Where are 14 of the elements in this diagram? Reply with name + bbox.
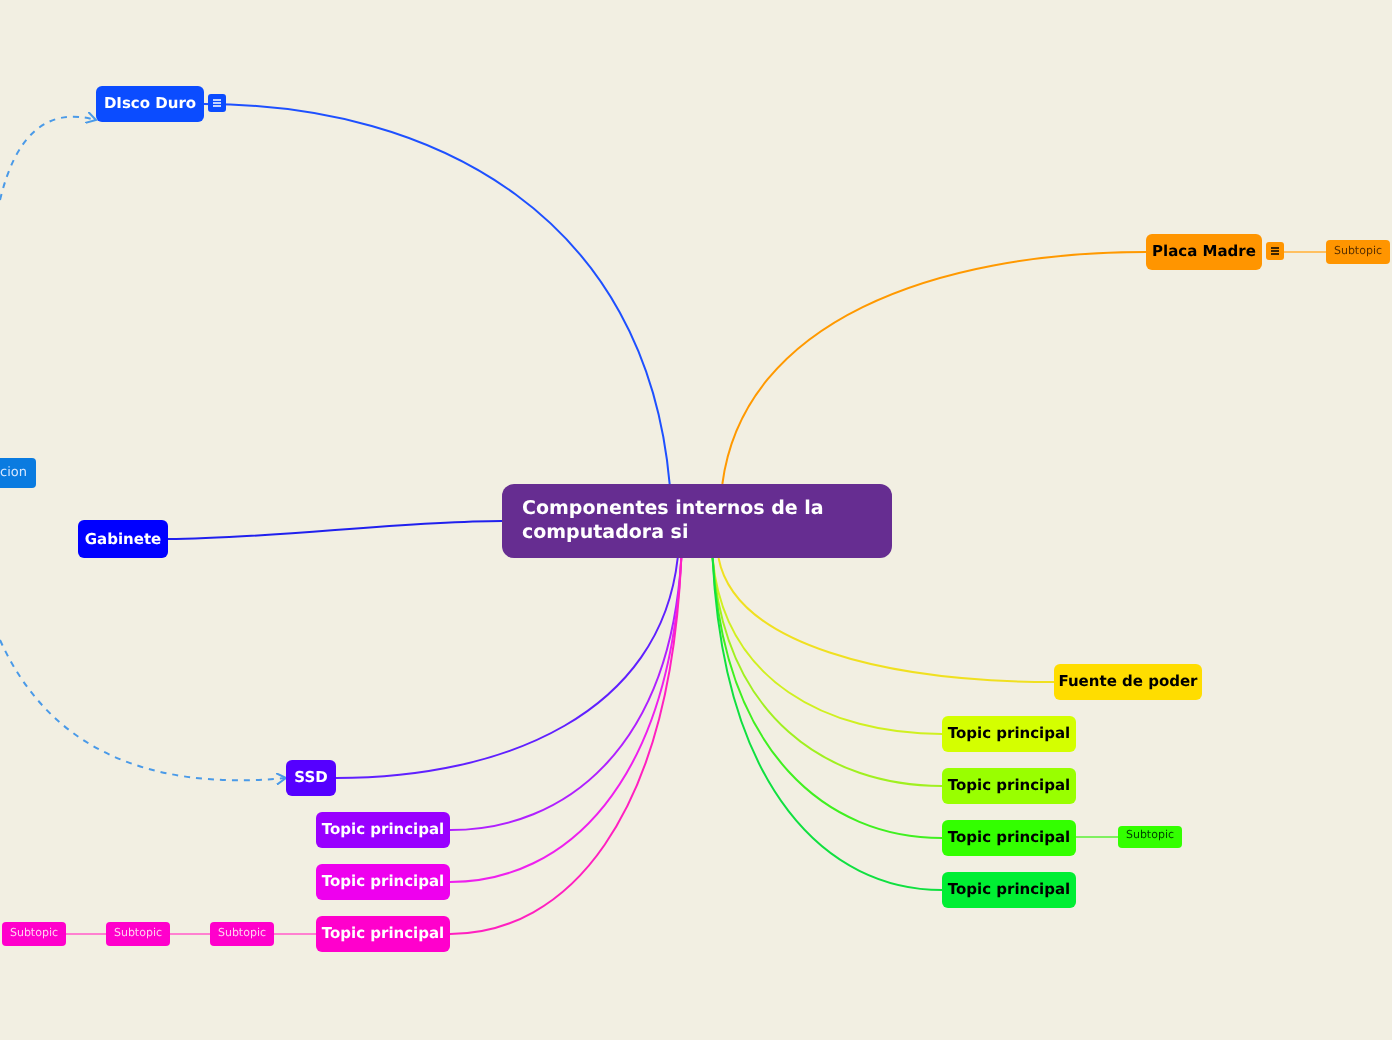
connector: [273, 933, 317, 935]
connector: [169, 933, 211, 935]
connector: [203, 103, 671, 485]
connector: [65, 933, 107, 935]
connector: [721, 251, 1147, 485]
connector: [0, 639, 287, 786]
connector: [335, 557, 679, 779]
connector: [711, 557, 943, 891]
connector: [0, 111, 97, 201]
connector: [1283, 251, 1327, 253]
connector: [167, 520, 503, 540]
connector: [717, 557, 1055, 683]
connector: [1075, 836, 1119, 838]
central-topic: Componentes internos de la computadora si: [502, 484, 892, 558]
